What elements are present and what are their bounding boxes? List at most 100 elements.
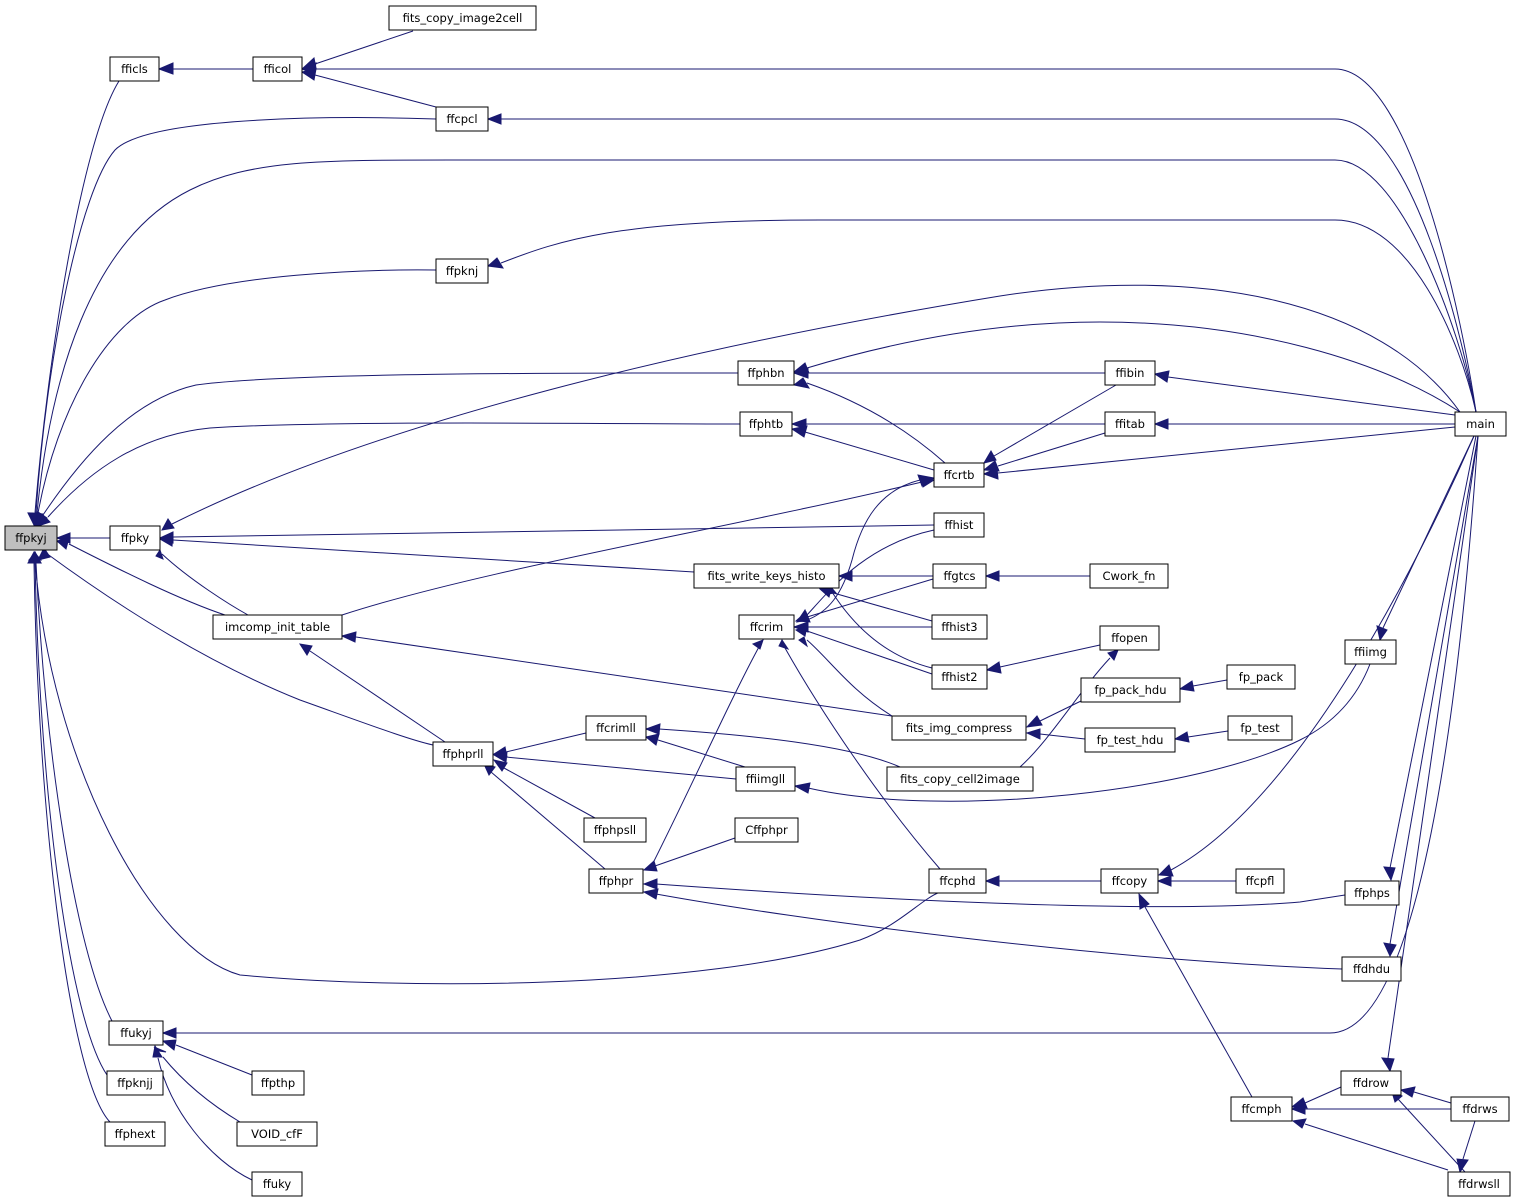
node-label: ffopen	[1111, 631, 1148, 645]
edge-ffcopy-to-ffcphd	[984, 875, 1101, 887]
node-ffpky[interactable]: ffpky	[109, 525, 161, 551]
node-ffibin[interactable]: ffibin	[1104, 360, 1156, 386]
node-imcomp-init-table[interactable]: imcomp_init_table	[212, 614, 343, 640]
node-ffcriml[interactable]: ffcrimll	[585, 715, 647, 741]
edge-main-to-ffphbn	[792, 321, 1461, 413]
node-ffcopy[interactable]: ffcopy	[1100, 868, 1159, 894]
edge-fits_copy_cell2image-to-ffcriml	[644, 723, 901, 768]
edge-main-to-ffukyj	[161, 435, 1479, 1039]
node-label: ffpknj	[446, 264, 478, 278]
node-box	[104, 1121, 166, 1147]
node-fficls[interactable]: fficls	[109, 56, 160, 82]
node-ffukyj[interactable]: ffukyj	[108, 1020, 164, 1046]
node-fits-img-compress[interactable]: fits_img_compress	[891, 715, 1027, 741]
edge-ffphpr-to-ffphprll	[483, 763, 606, 870]
node-fp-test-hdu[interactable]: fp_test_hdu	[1084, 727, 1176, 753]
node-ffcpcl[interactable]: ffcpcl	[435, 106, 489, 132]
node-ffhist[interactable]: ffhist	[933, 512, 985, 538]
node-ffpthp[interactable]: ffpthp	[251, 1070, 305, 1096]
edge-ffcrim-to-ffcrtb	[806, 474, 936, 621]
node-box	[928, 868, 987, 894]
edge-ffcmph-to-ffcopy	[1138, 892, 1253, 1098]
node-main[interactable]: main	[1454, 411, 1507, 437]
node-fficol[interactable]: fficol	[252, 56, 303, 82]
edge-fp_test_hdu-to-fits_img_compress	[1025, 728, 1086, 740]
node-label: VOID_cfF	[251, 1127, 303, 1141]
node-cffphpr[interactable]: Cffphpr	[734, 817, 799, 843]
node-fp-pack-hdu[interactable]: fp_pack_hdu	[1080, 677, 1181, 703]
node-box	[251, 1171, 303, 1197]
node-box	[891, 715, 1027, 741]
node-fp-test[interactable]: fp_test	[1227, 715, 1293, 741]
edge-ffcpcl-to-ffpkyj	[28, 117, 437, 529]
node-ffpknjj[interactable]: ffpknjj	[106, 1070, 164, 1096]
node-label: fits_copy_cell2image	[900, 772, 1020, 786]
node-ffcrtb[interactable]: ffcrtb	[933, 462, 985, 488]
node-ffpkyj[interactable]: ffpkyj	[4, 525, 58, 551]
edge-ffpknjj-to-ffpkyj	[28, 550, 108, 1076]
node-fits-copy-image2cell[interactable]: fits_copy_image2cell	[388, 5, 537, 31]
node-label: ffphtb	[749, 417, 783, 431]
node-label: ffphext	[115, 1127, 156, 1141]
node-ffdrow[interactable]: ffdrow	[1340, 1070, 1402, 1096]
node-ffhist3[interactable]: ffhist3	[931, 614, 988, 640]
edge-main-to-ffitab	[1153, 418, 1455, 430]
edge-ffcpfl-to-ffcopy	[1156, 875, 1236, 887]
node-ffphbn[interactable]: ffphbn	[737, 360, 795, 386]
edge-ffphprll-to-imcomp_init_table	[298, 643, 446, 743]
node-label: imcomp_init_table	[225, 620, 330, 634]
node-ffpknj[interactable]: ffpknj	[435, 258, 489, 284]
node-ffdrwsll[interactable]: ffdrwsll	[1447, 1171, 1511, 1197]
node-label: ffpthp	[261, 1076, 295, 1090]
edge-fp_pack-to-fp_pack_hdu	[1178, 679, 1228, 692]
node-label: ffdhdu	[1353, 962, 1390, 976]
node-ffuky[interactable]: ffuky	[251, 1171, 303, 1197]
edge-main-to-ffdhdu	[1383, 435, 1479, 958]
node-ffphtb[interactable]: ffphtb	[739, 411, 793, 437]
node-label: ffcmph	[1241, 1102, 1281, 1116]
node-box	[1104, 411, 1156, 437]
node-label: fp_pack_hdu	[1094, 683, 1166, 697]
node-cwork-fn[interactable]: Cwork_fn	[1089, 563, 1169, 589]
edge-ffhist3-to-fits_write_keys_histo	[818, 585, 933, 622]
node-label: Cwork_fn	[1103, 569, 1156, 583]
node-ffdhdu[interactable]: ffdhdu	[1341, 956, 1402, 982]
node-box	[739, 411, 793, 437]
edge-ffdrws-to-ffcmph	[1290, 1103, 1451, 1115]
node-ffcrim[interactable]: ffcrim	[738, 614, 795, 640]
node-box	[252, 56, 303, 82]
node-label: ffpkyj	[15, 531, 46, 545]
node-box	[734, 817, 799, 843]
node-ffcphd[interactable]: ffcphd	[928, 868, 987, 894]
node-box	[931, 664, 988, 690]
node-ffphpr[interactable]: ffphpr	[588, 868, 644, 894]
node-ffiimg[interactable]: ffiimg	[1344, 639, 1397, 665]
node-label: ffhist	[945, 518, 974, 532]
node-ffphpsll[interactable]: ffphpsll	[583, 817, 647, 843]
node-ffphprll[interactable]: ffphprll	[432, 741, 494, 767]
node-fits-write-keys-histo[interactable]: fits_write_keys_histo	[693, 563, 840, 589]
node-ffitab[interactable]: ffitab	[1104, 411, 1156, 437]
node-label: fits_img_compress	[906, 721, 1012, 735]
node-void-cff[interactable]: VOID_cfF	[236, 1121, 318, 1147]
edge-main-to-ffphps	[1383, 435, 1477, 882]
node-ffopen[interactable]: ffopen	[1099, 625, 1160, 651]
edge-ffibin-to-main	[1153, 370, 1456, 416]
node-ffgtcs[interactable]: ffgtcs	[932, 563, 987, 589]
node-ffcmph[interactable]: ffcmph	[1230, 1096, 1293, 1122]
node-ffhist2[interactable]: ffhist2	[931, 664, 988, 690]
node-box	[738, 614, 795, 640]
node-ffdrws[interactable]: ffdrws	[1450, 1096, 1510, 1122]
node-box	[106, 1070, 164, 1096]
node-box	[108, 1020, 164, 1046]
node-ffphps[interactable]: ffphps	[1344, 880, 1400, 906]
node-fp-pack[interactable]: fp_pack	[1226, 664, 1296, 690]
node-fits-copy-cell2image[interactable]: fits_copy_cell2image	[886, 766, 1034, 792]
graph-edges	[27, 30, 1479, 1181]
node-label: ffphps	[1354, 886, 1390, 900]
node-box	[1235, 868, 1285, 894]
node-ffiimgll[interactable]: ffiimgll	[735, 766, 796, 792]
node-label: main	[1466, 417, 1495, 431]
node-ffphext[interactable]: ffphext	[104, 1121, 166, 1147]
node-ffcpfl[interactable]: ffcpfl	[1235, 868, 1285, 894]
